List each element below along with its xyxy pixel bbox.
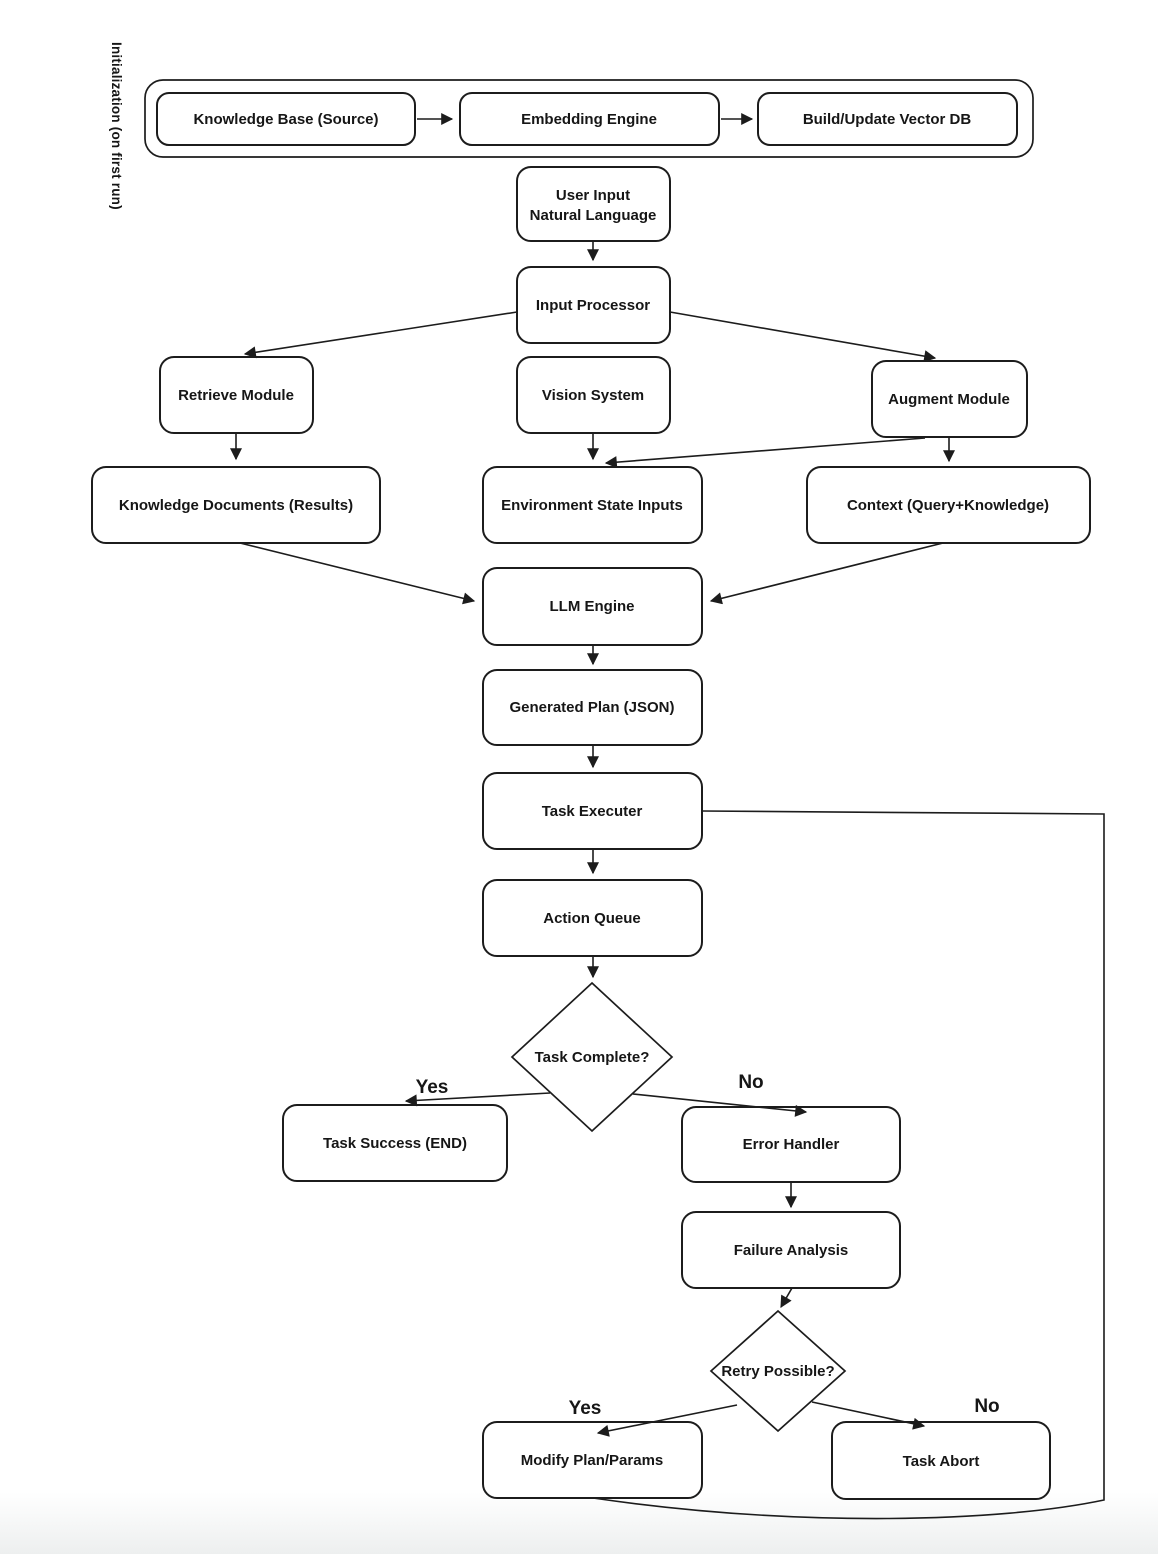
- node-modify-plan: Modify Plan/Params: [482, 1421, 703, 1499]
- edge-taskcomplete-no-to-errorhandler: [632, 1093, 808, 1117]
- modify-plan-box: [482, 1421, 703, 1499]
- node-knowledge-base: Knowledge Base (Source): [156, 92, 416, 146]
- label-retry-yes: Yes: [569, 1398, 602, 1419]
- node-generated-plan: Generated Plan (JSON): [482, 669, 703, 746]
- edge-retry-yes-to-modifyplan: [596, 1404, 738, 1437]
- node-failure-analysis: Failure Analysis: [681, 1211, 901, 1289]
- edge-taskcomplete-yes-to-tasksuccess: [404, 1092, 551, 1107]
- node-retrieve-module: Retrieve Module: [159, 356, 314, 434]
- vision-system-label: Vision System: [542, 387, 644, 404]
- node-task-executer: Task Executer: [482, 772, 703, 850]
- embedding-engine-box: [459, 92, 720, 146]
- edge-failureanalysis-to-retry: [780, 1287, 793, 1309]
- knowledge-base-label: Knowledge Base (Source): [193, 111, 378, 128]
- node-task-abort: Task Abort: [831, 1421, 1051, 1500]
- edge-modifyplan-loop-to-taskexecuter: [592, 810, 1105, 1520]
- label-retry-no: No: [974, 1396, 999, 1417]
- edge-augment-to-environment: [604, 437, 926, 469]
- generated-plan-label: Generated Plan (JSON): [509, 699, 674, 716]
- task-abort-label: Task Abort: [903, 1453, 980, 1470]
- input-processor-label: Input Processor: [536, 297, 650, 314]
- edge-context-to-llm: [709, 542, 944, 605]
- node-environment-state-inputs: Environment State Inputs: [482, 466, 703, 544]
- label-taskcomplete-yes: Yes: [416, 1077, 449, 1098]
- environment-state-inputs-label: Environment State Inputs: [501, 497, 683, 514]
- edge-knowledgedocs-to-llm: [239, 542, 476, 605]
- augment-module-label: Augment Module: [888, 391, 1010, 408]
- embedding-engine-label: Embedding Engine: [521, 111, 657, 128]
- user-input-box: [516, 166, 671, 242]
- modify-plan-label: Modify Plan/Params: [521, 1452, 664, 1469]
- task-success-label: Task Success (END): [323, 1135, 467, 1152]
- side-caption-initialization: Initialization (on first run): [109, 42, 124, 210]
- build-update-vector-db-label: Build/Update Vector DB: [803, 111, 972, 128]
- environment-state-inputs-box: [482, 466, 703, 544]
- node-action-queue: Action Queue: [482, 879, 703, 957]
- decision-retry-possible: Retry Possible?: [709, 1309, 847, 1433]
- task-complete-label: Task Complete?: [535, 1049, 650, 1066]
- failure-analysis-label: Failure Analysis: [734, 1242, 849, 1259]
- failure-analysis-box: [681, 1211, 901, 1289]
- edge-inputprocessor-to-augment: [669, 311, 937, 363]
- retrieve-module-label: Retrieve Module: [178, 387, 294, 404]
- action-queue-label: Action Queue: [543, 910, 641, 927]
- node-user-input: User Input Natural Language: [516, 166, 671, 242]
- knowledge-base-box: [156, 92, 416, 146]
- user-input-label-line2: Natural Language: [530, 207, 657, 224]
- task-complete-diamond: [510, 981, 674, 1133]
- knowledge-documents-box: [91, 466, 381, 544]
- context-box: [806, 466, 1091, 544]
- edge-retry-no-to-taskabort: [811, 1401, 926, 1430]
- node-llm-engine: LLM Engine: [482, 567, 703, 646]
- task-abort-box: [831, 1421, 1051, 1500]
- initialization-container-box: [144, 79, 1034, 158]
- build-update-vector-db-box: [757, 92, 1018, 146]
- node-error-handler: Error Handler: [681, 1106, 901, 1183]
- knowledge-documents-label: Knowledge Documents (Results): [119, 497, 353, 514]
- node-embedding-engine: Embedding Engine: [459, 92, 720, 146]
- node-input-processor: Input Processor: [516, 266, 671, 344]
- decision-task-complete: Task Complete?: [510, 981, 674, 1133]
- node-task-success: Task Success (END): [282, 1104, 508, 1182]
- input-processor-box: [516, 266, 671, 344]
- task-success-box: [282, 1104, 508, 1182]
- node-context: Context (Query+Knowledge): [806, 466, 1091, 544]
- node-vision-system: Vision System: [516, 356, 671, 434]
- node-knowledge-documents: Knowledge Documents (Results): [91, 466, 381, 544]
- label-taskcomplete-no: No: [738, 1072, 763, 1093]
- retry-possible-label: Retry Possible?: [721, 1363, 834, 1380]
- user-input-label-line1: User Input: [556, 187, 630, 204]
- llm-engine-label: LLM Engine: [550, 598, 635, 615]
- error-handler-label: Error Handler: [743, 1136, 840, 1153]
- node-build-update-vector-db: Build/Update Vector DB: [757, 92, 1018, 146]
- context-label: Context (Query+Knowledge): [847, 497, 1049, 514]
- group-initialization: Knowledge Base (Source) Embedding Engine…: [144, 79, 1034, 158]
- retry-possible-diamond: [709, 1309, 847, 1433]
- task-executer-label: Task Executer: [542, 803, 643, 820]
- edge-inputprocessor-to-retrieve: [243, 311, 518, 359]
- node-augment-module: Augment Module: [871, 360, 1028, 438]
